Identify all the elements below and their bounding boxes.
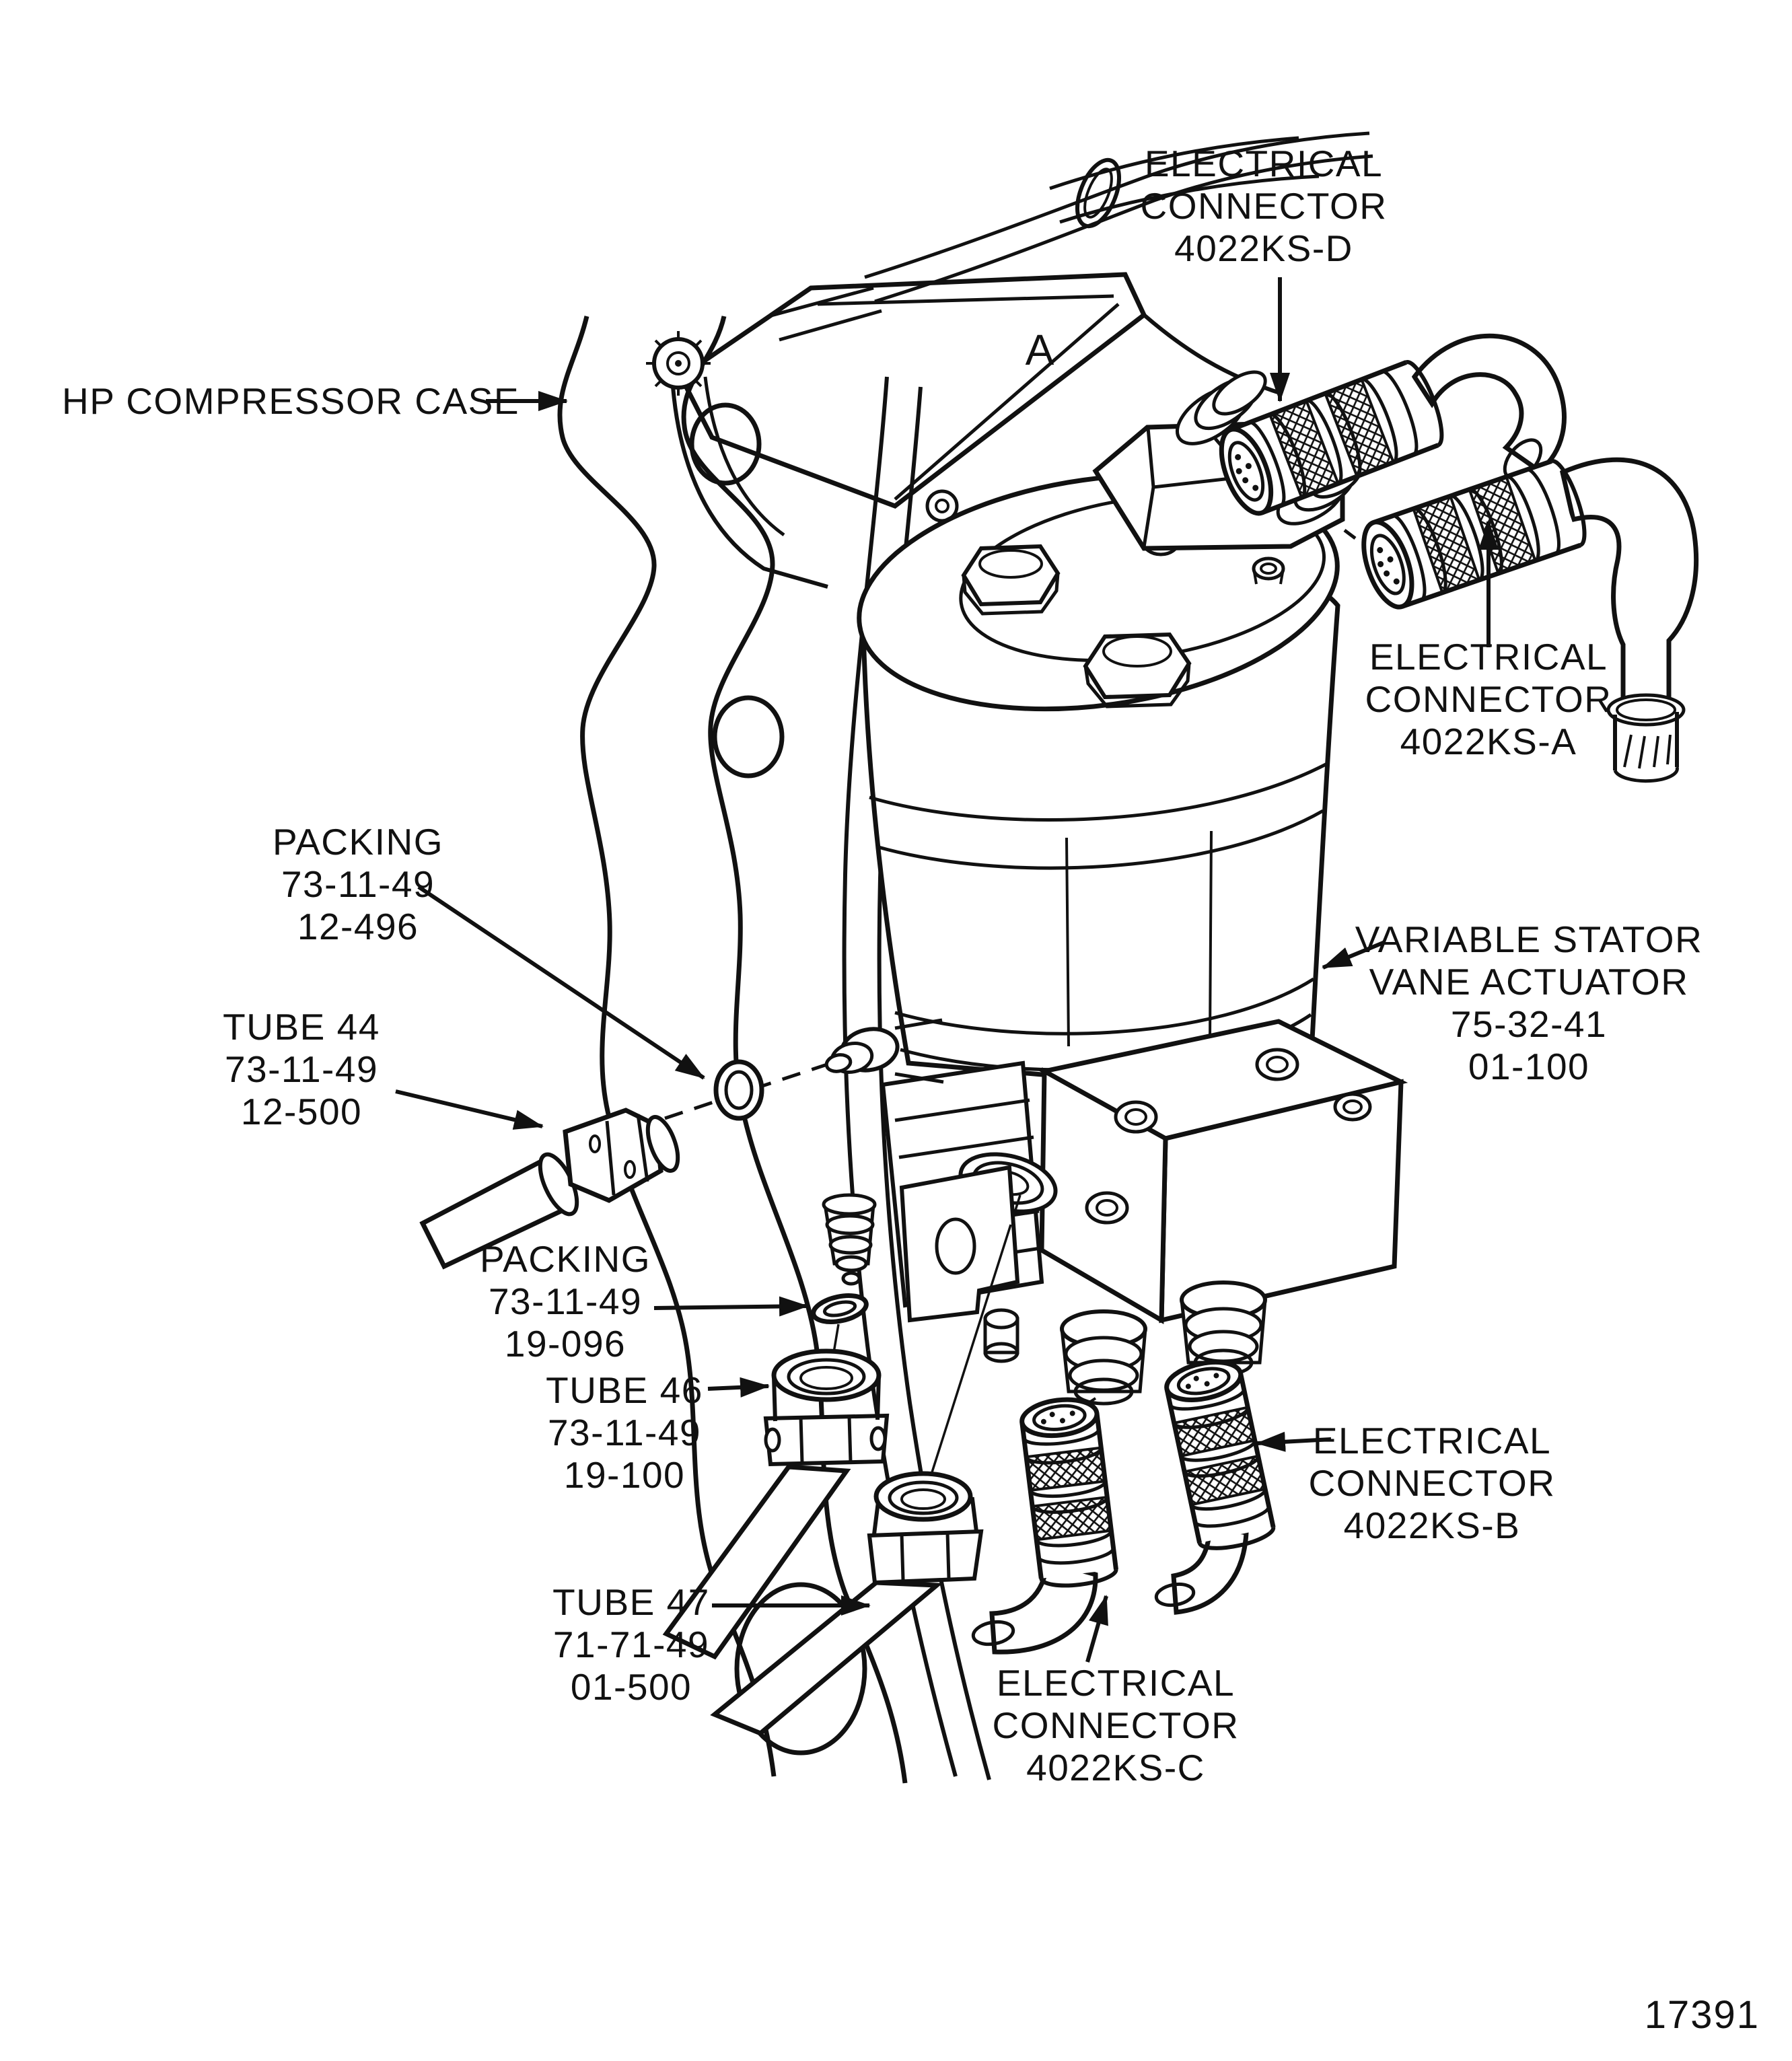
leader-connector-c [1085,1595,1108,1663]
threaded-port-right [1180,1280,1267,1377]
valve-plunger [822,1193,877,1286]
threaded-port-left [1060,1309,1147,1406]
label-electrical-connector-b: ELECTRICAL CONNECTOR 4022KS-B [1256,1420,1556,1546]
leader-packing-12-496 [417,885,705,1080]
svg-text:75-32-41: 75-32-41 [1451,1003,1607,1045]
connector-pins-c [1040,1410,1075,1424]
top-hex-bolts [961,527,1285,709]
label-hp-compressor-case: HP COMPRESSOR CASE [62,380,568,422]
callouts: HP COMPRESSOR CASE ELECTRICAL CONNECTOR … [62,143,1760,2037]
leader-tube-44 [395,1089,544,1130]
tube47-centerline [926,1194,1022,1488]
svg-text:VANE ACTUATOR: VANE ACTUATOR [1369,961,1689,1003]
svg-text:TUBE 47: TUBE 47 [552,1581,710,1623]
packing-ring-19-096 [811,1293,869,1324]
svg-text:71-71-49: 71-71-49 [553,1624,709,1665]
svg-text:12-500: 12-500 [241,1091,362,1132]
svg-text:ELECTRICAL: ELECTRICAL [1369,636,1608,678]
label-tube-47: TUBE 47 71-71-49 01-500 [552,1581,871,1708]
svg-text:19-096: 19-096 [505,1323,626,1365]
svg-text:PACKING: PACKING [480,1238,651,1280]
svg-text:CONNECTOR: CONNECTOR [993,1704,1240,1746]
svg-text:ELECTRICAL: ELECTRICAL [997,1662,1235,1704]
wire-harness [768,131,1373,342]
svg-text:73-11-49: 73-11-49 [548,1412,701,1453]
label-tube-46: TUBE 46 73-11-49 19-100 [546,1369,770,1496]
label-hp-compressor-case-text: HP COMPRESSOR CASE [62,380,519,422]
bracket-plate [899,1165,1020,1323]
svg-text:VARIABLE STATOR: VARIABLE STATOR [1355,918,1703,960]
svg-text:73-11-49: 73-11-49 [489,1280,642,1322]
label-electrical-connector-d: ELECTRICAL CONNECTOR 4022KS-D [1141,143,1388,402]
block-bolts [1085,1048,1372,1225]
figure-number: 17391 [1645,1993,1760,2037]
connector-pins-d [1235,454,1259,491]
svg-text:12-496: 12-496 [297,906,419,947]
svg-text:4022KS-B: 4022KS-B [1344,1505,1521,1546]
conduit-pipe-a [1606,693,1686,783]
svg-text:73-11-49: 73-11-49 [281,863,435,905]
tube-44-drawing [419,1108,680,1270]
connector-pins-a [1377,547,1400,585]
svg-text:4022KS-C: 4022KS-C [1026,1747,1205,1788]
svg-text:ELECTRICAL: ELECTRICAL [1145,143,1383,184]
valve-block [958,1019,1408,1413]
connector-receptacle-d [1175,370,1267,445]
label-packing-19-096: PACKING 73-11-49 19-096 [480,1238,809,1365]
tube46-hex-collar [763,1413,890,1467]
connector-pins-b [1185,1373,1219,1389]
svg-text:19-100: 19-100 [564,1454,685,1496]
electrical-connector-d-drawing [1219,333,1567,516]
svg-text:CONNECTOR: CONNECTOR [1309,1462,1556,1504]
label-electrical-connector-a: ELECTRICAL CONNECTOR 4022KS-A [1365,520,1612,762]
svg-text:4022KS-A: 4022KS-A [1400,721,1577,762]
packing-ring-12-496 [713,1059,764,1121]
tube-47-drawing [710,1194,1022,1737]
tube-46-drawing [662,1348,890,1660]
tube47-hex-nut [867,1529,984,1585]
electrical-connector-c-drawing [971,1397,1118,1655]
svg-text:CONNECTOR: CONNECTOR [1365,678,1612,720]
label-electrical-connector-c: ELECTRICAL CONNECTOR 4022KS-C [993,1595,1240,1788]
label-tube-44: TUBE 44 73-11-49 12-500 [223,1006,544,1132]
leader-connector-b [1256,1431,1332,1452]
svg-text:ELECTRICAL: ELECTRICAL [1313,1420,1551,1461]
label-variable-stator-vane-actuator: VARIABLE STATOR VANE ACTUATOR 75-32-41 0… [1322,918,1703,1087]
detail-marker-a: A [1026,326,1054,374]
leader-packing-19-096 [653,1296,809,1317]
svg-text:CONNECTOR: CONNECTOR [1141,185,1388,227]
electrical-connector-b-drawing [1154,1359,1276,1615]
electrical-connector-a-drawing [1361,457,1699,783]
svg-text:01-100: 01-100 [1468,1046,1589,1087]
svg-text:4022KS-D: 4022KS-D [1174,227,1353,269]
mounting-bracket [646,272,1283,589]
svg-text:TUBE 44: TUBE 44 [223,1006,380,1048]
leader-tube-46 [707,1377,770,1398]
label-packing-12-496: PACKING 73-11-49 12-496 [273,821,705,1080]
small-stud [983,1308,1019,1363]
leader-vsv-actuator [1322,940,1386,970]
svg-text:PACKING: PACKING [273,821,443,863]
svg-text:01-500: 01-500 [571,1666,692,1708]
svg-text:TUBE 46: TUBE 46 [546,1369,703,1411]
tube44-b-nut [563,1108,664,1203]
tube44-port-boss [824,1018,944,1084]
servo-port-and-packings [664,1018,1020,1373]
conduit-elbow-a [1559,457,1699,715]
svg-text:73-11-49: 73-11-49 [225,1048,378,1090]
